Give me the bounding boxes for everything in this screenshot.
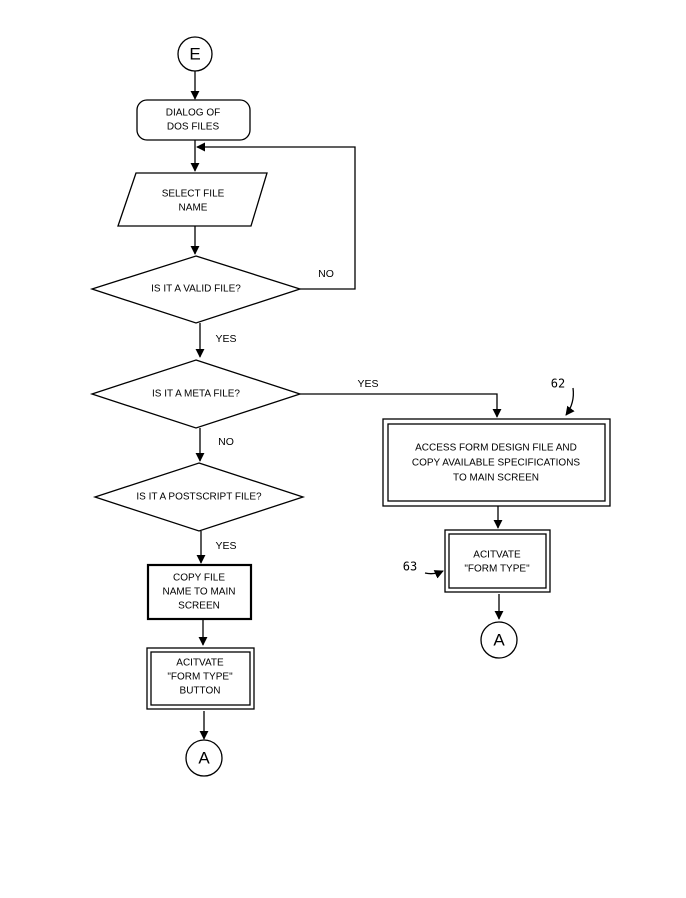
- postscript-file-decision: IS IT A POSTSCRIPT FILE?: [95, 463, 303, 531]
- reference-62: 62: [551, 377, 565, 391]
- dialog-line1: DIALOG OF: [166, 108, 220, 119]
- valid-file-question: IS IT A VALID FILE?: [151, 284, 241, 295]
- copy-file-name-box: COPY FILE NAME TO MAIN SCREEN: [148, 565, 251, 619]
- connector-a-left: A: [186, 740, 222, 776]
- connector-e: E: [178, 37, 212, 71]
- meta-file-decision: IS IT A META FILE?: [92, 360, 300, 428]
- dialog-dos-files-box: DIALOG OF DOS FILES: [137, 100, 250, 140]
- meta-file-question: IS IT A META FILE?: [152, 389, 240, 400]
- valid-no-label: NO: [318, 268, 334, 280]
- meta-yes-label: YES: [357, 378, 378, 390]
- access-line1: ACCESS FORM DESIGN FILE AND: [415, 443, 577, 454]
- copy-line3: SCREEN: [178, 601, 220, 612]
- activate-form-type-box: ACITVATE "FORM TYPE": [445, 530, 550, 592]
- activate-line2: "FORM TYPE": [167, 672, 233, 683]
- copy-line2: NAME TO MAIN: [163, 587, 236, 598]
- dialog-line2: DOS FILES: [167, 122, 220, 133]
- arrow-meta-yes: [300, 394, 497, 417]
- access-line2: COPY AVAILABLE SPECIFICATIONS: [412, 458, 581, 469]
- valid-yes-label: YES: [215, 333, 236, 345]
- valid-file-decision: IS IT A VALID FILE?: [92, 256, 300, 323]
- reference-62-leader: [566, 388, 573, 415]
- activate-right-line1: ACITVATE: [473, 550, 521, 561]
- select-file-name-shape: SELECT FILE NAME: [118, 173, 267, 226]
- activate-form-type-button-box: ACITVATE "FORM TYPE" BUTTON: [147, 648, 254, 709]
- activate-line1: ACITVATE: [176, 658, 224, 669]
- access-form-design-box: ACCESS FORM DESIGN FILE AND COPY AVAILAB…: [383, 419, 610, 506]
- connector-a-right-label: A: [493, 631, 505, 650]
- activate-right-line2: "FORM TYPE": [464, 564, 530, 575]
- reference-63-leader: [425, 571, 443, 574]
- postscript-yes-label: YES: [215, 540, 236, 552]
- connector-e-label: E: [189, 45, 200, 64]
- activate-line3: BUTTON: [180, 686, 221, 697]
- postscript-file-question: IS IT A POSTSCRIPT FILE?: [136, 492, 262, 503]
- access-line3: TO MAIN SCREEN: [453, 473, 539, 484]
- reference-63: 63: [403, 560, 417, 574]
- select-line1: SELECT FILE: [162, 189, 225, 200]
- meta-no-label: NO: [218, 436, 234, 448]
- copy-line1: COPY FILE: [173, 573, 225, 584]
- connector-a-left-label: A: [198, 749, 210, 768]
- connector-a-right: A: [481, 622, 517, 658]
- select-line2: NAME: [179, 203, 208, 214]
